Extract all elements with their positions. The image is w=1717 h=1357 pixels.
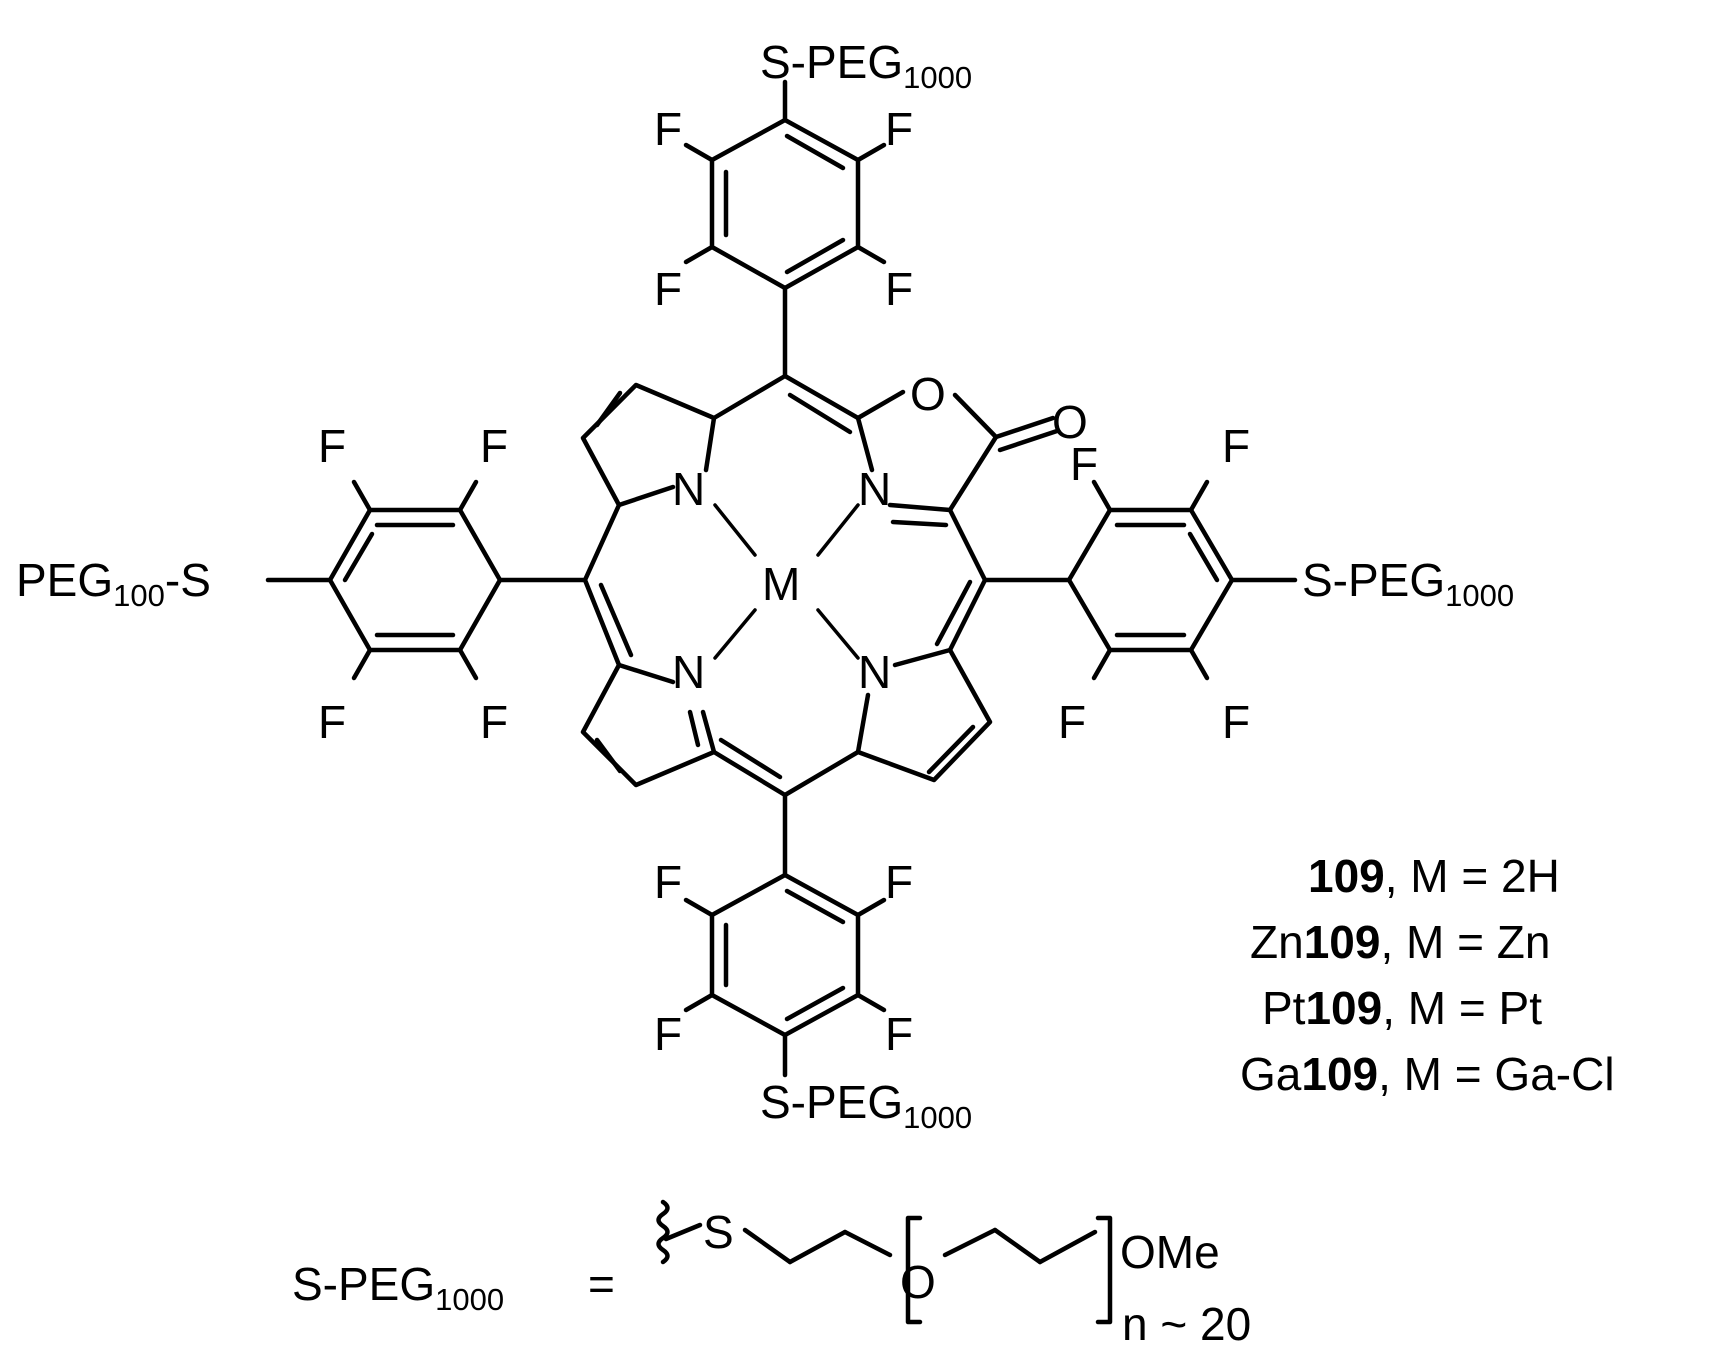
fluorine-top-4: F [885,263,913,315]
fluorine-left-1: F [318,420,346,472]
definition-sulfur: S [703,1206,734,1258]
fluorine-left-3: F [318,696,346,748]
compound-row-2: Zn109, M = Zn [1250,916,1550,968]
atom-metal: M [762,558,800,610]
fluorine-right-4: F [1222,696,1250,748]
fluorine-bottom-4: F [885,1008,913,1060]
fluorine-right-1: F [1070,438,1098,490]
definition-equals: = [588,1258,615,1310]
compound-row-3: Pt109, M = Pt [1262,982,1542,1034]
substituent-left: PEG100-S [16,554,211,613]
atom-o-ring: O [910,368,946,420]
fluorine-right-3: F [1058,696,1086,748]
substituent-top: S-PEG1000 [760,36,972,95]
fluorine-right-2: F [1222,420,1250,472]
fluorine-bottom-3: F [654,1008,682,1060]
atom-n-lower-right: N [858,646,891,698]
fluorine-bottom-1: F [654,856,682,908]
fluorine-bottom-2: F [885,856,913,908]
atom-labels: N N N N M O O F F F F F F F F F F F F F … [318,103,1250,1060]
compound-row-4: Ga109, M = Ga-Cl [1240,1048,1615,1100]
compound-row-1: 109, M = 2H [1308,850,1560,902]
fluorine-top-1: F [654,103,682,155]
substituent-right: S-PEG1000 [1302,554,1514,613]
substituent-labels: S-PEG1000 S-PEG1000 S-PEG1000 PEG100-S [16,36,1514,1135]
compound-list: 109, M = 2H Zn109, M = Zn Pt109, M = Pt … [1240,850,1615,1100]
fluorine-left-2: F [480,420,508,472]
substituent-bottom: S-PEG1000 [760,1076,972,1135]
atom-o-carbonyl: O [1052,396,1088,448]
definition-lhs: S-PEG1000 [292,1258,504,1317]
fluorine-top-3: F [654,263,682,315]
atom-n-upper-right: N [858,463,891,515]
peg-definition: S-PEG1000 = S O OMe n ~ 20 [292,1206,1251,1350]
definition-oxygen: O [900,1256,936,1308]
fluorine-top-2: F [885,103,913,155]
fluorine-left-4: F [480,696,508,748]
bond-lines [265,79,1298,1325]
definition-repeat: n ~ 20 [1122,1298,1251,1350]
atom-n-lower-left: N [672,646,705,698]
atom-n-upper-left: N [672,463,705,515]
metal-coordination-bonds [713,503,860,660]
definition-end-group: OMe [1120,1226,1220,1278]
